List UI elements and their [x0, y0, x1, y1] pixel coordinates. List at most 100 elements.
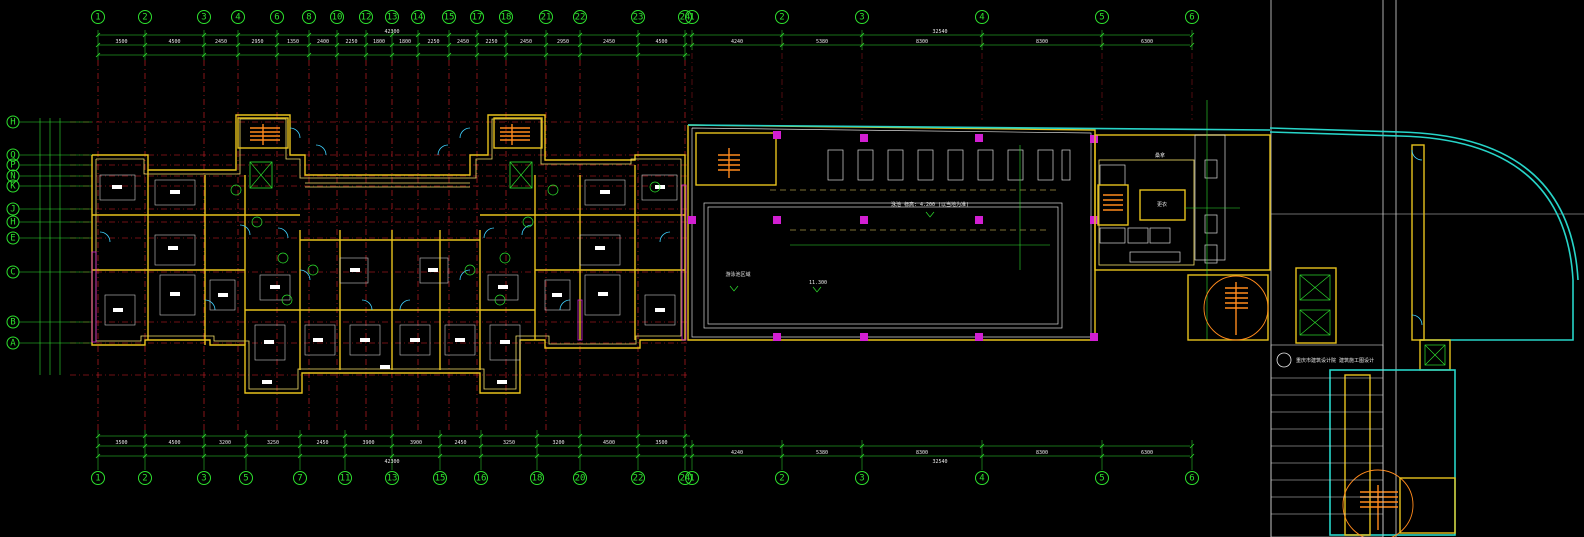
dim-right-top-4: 6300 — [1141, 39, 1153, 45]
svg-text:13: 13 — [387, 13, 398, 23]
dim-bottom-6: 3900 — [410, 440, 422, 446]
svg-text:21: 21 — [541, 13, 552, 23]
axis-bottom-15: 15 — [433, 471, 447, 485]
dim-right-top-2: 8300 — [916, 39, 928, 45]
dims-bottom-total: 42300 — [384, 459, 399, 465]
axis-bottom-18: 18 — [530, 471, 544, 485]
axis-right-top-1: 1 — [685, 10, 699, 24]
axis-right-top-5: 5 — [1095, 10, 1109, 24]
dim-top-0: 3500 — [115, 39, 127, 45]
svg-text:13: 13 — [387, 474, 398, 484]
dims-top-total: 42300 — [384, 29, 399, 35]
svg-text:3: 3 — [201, 13, 206, 23]
svg-text:4: 4 — [979, 474, 984, 484]
axis-right-bottom-4: 4 — [975, 471, 989, 485]
svg-text:24: 24 — [680, 474, 691, 484]
dim-bottom-4: 2450 — [316, 440, 328, 446]
axis-top-15: 15 — [442, 10, 456, 24]
dim-bottom-5: 3900 — [362, 440, 374, 446]
axis-bottom-1: 1 — [91, 471, 105, 485]
svg-text:N: N — [10, 172, 15, 182]
dim-top-10: 2450 — [457, 39, 469, 45]
svg-text:K: K — [10, 182, 16, 192]
axis-bottom-3: 3 — [197, 471, 211, 485]
axis-bottom-16: 16 — [474, 471, 488, 485]
dim-right-bottom-1: 5380 — [816, 450, 828, 456]
svg-text:A: A — [10, 339, 16, 349]
title-block: 重庆市建筑设计院 建筑施工图设计 — [1270, 344, 1384, 537]
svg-text:P: P — [10, 161, 16, 171]
dims-right-bottom-total: 32540 — [932, 459, 947, 465]
axis-top-17: 17 — [470, 10, 484, 24]
axis-right-bottom-5: 5 — [1095, 471, 1109, 485]
svg-text:22: 22 — [633, 474, 644, 484]
axis-top-1: 1 — [91, 10, 105, 24]
axis-left-3-N: N — [6, 169, 92, 183]
dim-bottom-2: 3200 — [219, 440, 231, 446]
pool-title-label: 泳池 标高: 4.200 (以当地为准) — [891, 201, 969, 208]
svg-text:E: E — [10, 234, 15, 244]
axis-top-22: 22 — [573, 10, 587, 24]
svg-text:16: 16 — [476, 474, 487, 484]
dim-top-11: 2250 — [485, 39, 497, 45]
svg-text:5: 5 — [1099, 474, 1104, 484]
svg-text:1: 1 — [689, 474, 694, 484]
dim-right-bottom-2: 8300 — [916, 450, 928, 456]
axis-right-top-6: 6 — [1185, 10, 1199, 24]
svg-text:8: 8 — [306, 13, 311, 23]
dim-bottom-11: 3500 — [655, 440, 667, 446]
dim-right-bottom-4: 6300 — [1141, 450, 1153, 456]
dim-right-bottom-3: 8300 — [1036, 450, 1048, 456]
svg-text:15: 15 — [435, 474, 446, 484]
axis-left-8-C: C — [6, 265, 92, 279]
dim-top-14: 2450 — [603, 39, 615, 45]
axis-right-top-4: 4 — [975, 10, 989, 24]
dim-bottom-3: 3250 — [267, 440, 279, 446]
svg-text:7: 7 — [297, 474, 302, 484]
sauna-label: 桑拿 — [1155, 152, 1165, 159]
axis-right-bottom-2: 2 — [775, 471, 789, 485]
svg-text:6: 6 — [274, 13, 279, 23]
svg-text:H: H — [10, 218, 15, 228]
axis-bottom-5: 5 — [239, 471, 253, 485]
axis-bottom-2: 2 — [138, 471, 152, 485]
dim-top-15: 4500 — [655, 39, 667, 45]
svg-text:H: H — [10, 118, 15, 128]
axis-right-top-2: 2 — [775, 10, 789, 24]
svg-text:22: 22 — [575, 13, 586, 23]
dim-bottom-8: 3250 — [503, 440, 515, 446]
dim-top-2: 2450 — [215, 39, 227, 45]
axis-top-2: 2 — [138, 10, 152, 24]
dim-top-5: 2400 — [317, 39, 329, 45]
axis-top-21: 21 — [539, 10, 553, 24]
svg-text:6: 6 — [1189, 13, 1194, 23]
axis-top-12: 12 — [359, 10, 373, 24]
svg-text:10: 10 — [332, 13, 343, 23]
dim-top-9: 2250 — [427, 39, 439, 45]
svg-text:23: 23 — [633, 13, 644, 23]
dim-bottom-7: 2450 — [454, 440, 466, 446]
svg-text:3: 3 — [859, 13, 864, 23]
pool-hall: 泳池 标高: 4.200 (以当地为准) 游泳池区域 11.300 — [687, 124, 1098, 341]
svg-text:2: 2 — [779, 13, 784, 23]
svg-text:15: 15 — [444, 13, 455, 23]
axis-bottom-13: 13 — [385, 471, 399, 485]
axis-right-bottom-3: 3 — [855, 471, 869, 485]
axis-left-9-B: B — [6, 315, 92, 329]
axis-top-18: 18 — [499, 10, 513, 24]
changing-label: 更衣 — [1157, 201, 1167, 208]
dim-bottom-1: 4500 — [168, 440, 180, 446]
svg-text:1: 1 — [95, 474, 100, 484]
axis-bottom-7: 7 — [293, 471, 307, 485]
svg-text:18: 18 — [501, 13, 512, 23]
axis-grid-vertical — [97, 40, 1193, 430]
axis-left-0-H: H — [6, 115, 92, 129]
axis-top-3: 3 — [197, 10, 211, 24]
svg-text:14: 14 — [413, 13, 424, 23]
svg-text:12: 12 — [361, 13, 372, 23]
axis-right-bottom-1: 1 — [685, 471, 699, 485]
